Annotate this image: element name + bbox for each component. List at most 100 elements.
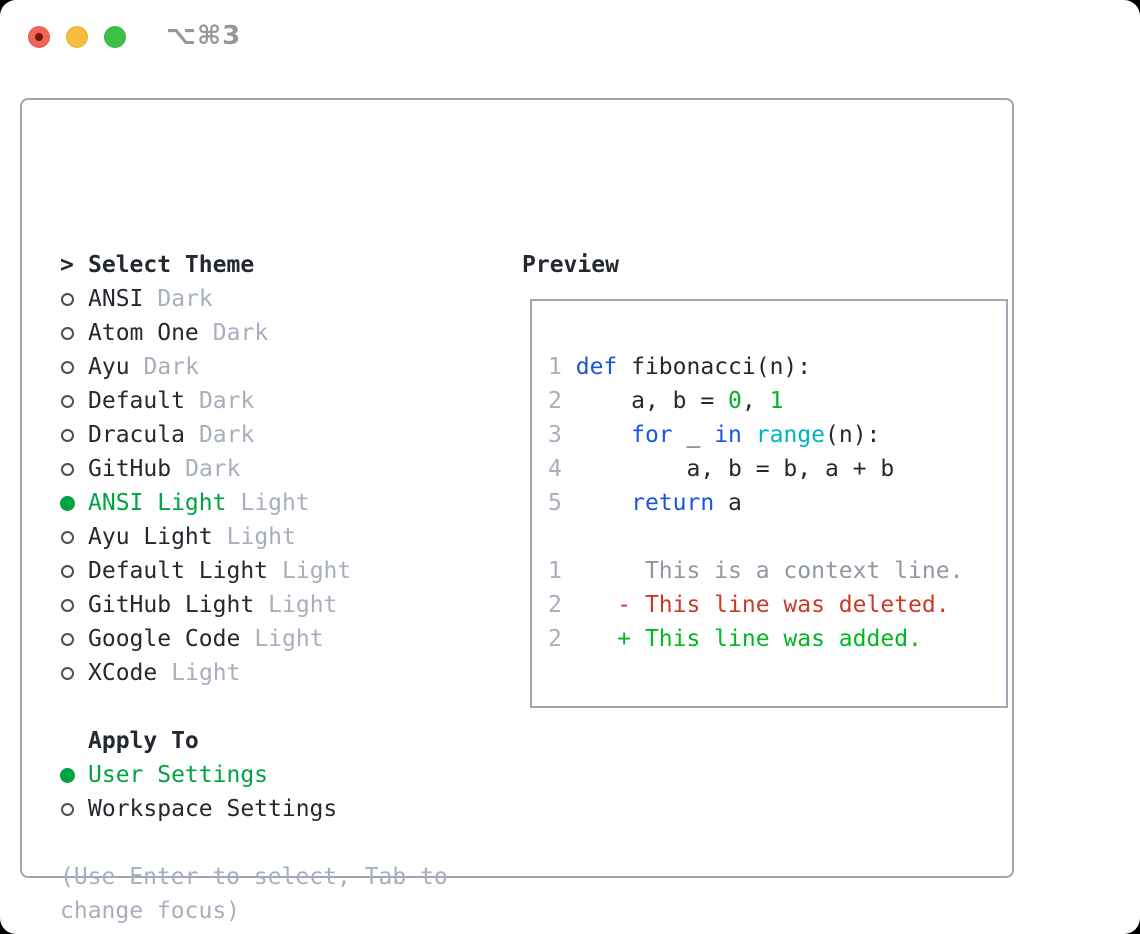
option-tag: Dark	[198, 388, 255, 414]
option-tag: Light	[226, 524, 296, 550]
apply-option-user-settings[interactable]: User Settings	[60, 758, 500, 792]
radio-unselected-icon	[61, 360, 74, 374]
theme-option-ayu-light[interactable]: Ayu Light Light	[60, 520, 500, 554]
option-tag: Light	[240, 490, 310, 516]
option-label: Dracula	[88, 422, 185, 448]
radio-unselected-icon	[61, 598, 74, 612]
radio-unselected-icon	[60, 462, 88, 476]
code-token	[562, 354, 576, 380]
option-label: Workspace Settings	[88, 796, 338, 822]
radio-unselected-icon	[60, 632, 88, 646]
option-tag: Light	[268, 592, 338, 618]
code-line: 1 def fibonacci(n):	[548, 350, 1006, 384]
radio-unselected-icon	[61, 394, 74, 408]
option-tag: Light	[282, 558, 352, 584]
theme-option-dracula[interactable]: Dracula Dark	[60, 418, 500, 452]
code-token: (n):	[825, 422, 881, 448]
diff-preview: 1 This is a context line.2 - This line w…	[548, 554, 1006, 656]
select-theme-title: Select Theme	[88, 252, 255, 278]
radio-unselected-icon	[61, 428, 74, 442]
theme-option-ansi[interactable]: ANSI Dark	[60, 282, 500, 316]
code-line: 4 a, b = b, a + b	[548, 452, 1006, 486]
close-button[interactable]	[28, 26, 50, 48]
minimize-button[interactable]	[66, 26, 88, 48]
radio-unselected-icon	[61, 462, 74, 476]
radio-unselected-icon	[61, 326, 74, 340]
radio-selected-icon	[60, 495, 88, 511]
radio-unselected-icon	[61, 564, 74, 578]
radio-unselected-icon	[60, 292, 88, 306]
code-line: 5 return a	[548, 486, 1006, 520]
theme-option-ansi-light[interactable]: ANSI Light Light	[60, 486, 500, 520]
radio-unselected-icon	[60, 598, 88, 612]
line-number: 2	[548, 626, 562, 652]
option-label: User Settings	[88, 762, 269, 788]
radio-unselected-icon	[60, 360, 88, 374]
radio-unselected-icon	[61, 802, 74, 816]
option-label: Ayu Light	[88, 524, 213, 550]
option-label: GitHub Light	[88, 592, 255, 618]
cursor-caret-icon: >	[60, 252, 74, 278]
radio-selected-icon	[60, 767, 75, 783]
line-number: 1	[548, 558, 562, 584]
code-token: 1	[769, 388, 784, 414]
theme-option-ayu[interactable]: Ayu Dark	[60, 350, 500, 384]
radio-unselected-icon	[60, 564, 88, 578]
theme-option-github[interactable]: GitHub Dark	[60, 452, 500, 486]
diff-line: 1 This is a context line.	[548, 554, 1006, 588]
line-number: 2	[548, 388, 562, 414]
option-label: Ayu	[88, 354, 130, 380]
maximize-button[interactable]	[104, 26, 126, 48]
option-tag: Dark	[212, 320, 269, 346]
apply-option-workspace-settings[interactable]: Workspace Settings	[60, 792, 500, 826]
code-token: + This line was added.	[617, 626, 922, 652]
theme-option-default-light[interactable]: Default Light Light	[60, 554, 500, 588]
code-token	[562, 422, 631, 448]
apply-to-title: Apply To	[88, 728, 199, 754]
option-tag: Light	[254, 626, 324, 652]
option-label: ANSI	[88, 286, 144, 312]
radio-unselected-icon	[60, 428, 88, 442]
option-label: Default Light	[88, 558, 269, 584]
radio-unselected-icon	[60, 394, 88, 408]
option-label: ANSI Light	[88, 490, 227, 516]
code-token: return	[631, 490, 715, 516]
code-line: 2 a, b = 0, 1	[548, 384, 1006, 418]
code-token: range	[755, 422, 826, 448]
option-tag: Dark	[185, 456, 241, 482]
radio-unselected-icon	[61, 292, 74, 306]
code-token: a, b =	[561, 388, 729, 414]
code-token: - This line was deleted.	[617, 592, 950, 618]
code-token: This is a context line.	[561, 558, 964, 584]
line-number: 4	[548, 456, 562, 482]
code-token: a, b = b, a + b	[561, 456, 895, 482]
code-token: _	[672, 422, 715, 448]
code-token: 0	[728, 388, 742, 414]
code-token	[742, 422, 756, 448]
code-token: def	[575, 354, 618, 380]
option-label: GitHub	[88, 456, 172, 482]
code-token: in	[714, 422, 742, 448]
radio-selected-icon	[60, 767, 88, 783]
diff-line: 2 - This line was deleted.	[548, 588, 1006, 622]
option-tag: Dark	[157, 286, 213, 312]
line-number: 5	[548, 490, 562, 516]
option-tag: Dark	[143, 354, 199, 380]
option-label: Default	[88, 388, 185, 414]
option-label: XCode	[88, 660, 158, 686]
spacer	[60, 690, 500, 724]
radio-unselected-icon	[61, 530, 74, 544]
theme-option-github-light[interactable]: GitHub Light Light	[60, 588, 500, 622]
diff-line: 2 + This line was added.	[548, 622, 1006, 656]
theme-option-default[interactable]: Default Dark	[60, 384, 500, 418]
option-tag: Dark	[198, 422, 255, 448]
